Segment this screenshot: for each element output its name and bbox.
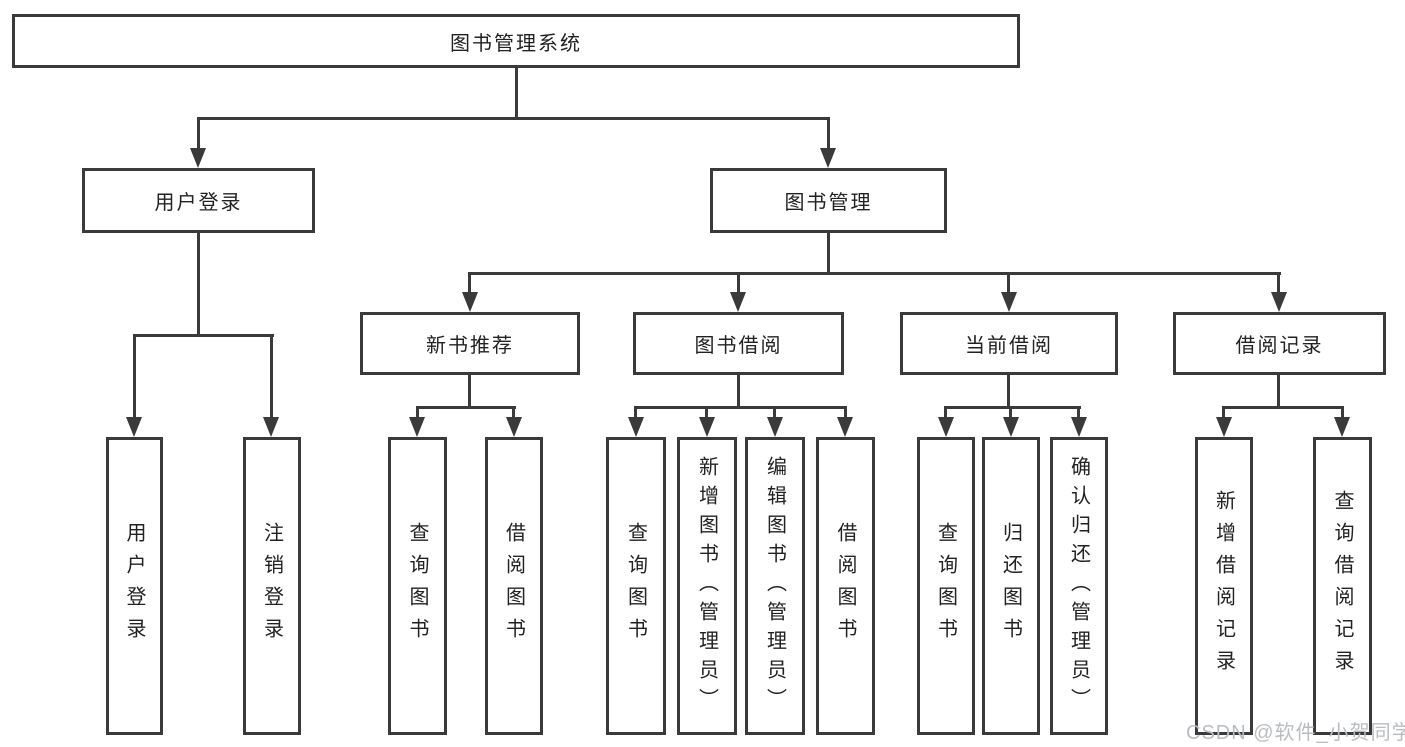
connector-line [468,374,471,408]
node-borrowing-records: 借阅记录 [1173,312,1386,375]
leaf-return-books: 归还图书 [982,437,1040,735]
connector-line [1277,272,1280,296]
arrow-down-icon [699,417,715,437]
connector-line [773,406,776,419]
connector-line [1009,406,1012,419]
connector-line [515,67,518,119]
connector-line [944,406,1081,409]
connector-line [1077,406,1080,419]
arrow-down-icon [628,417,644,437]
leaf-user-login: 用户登录 [106,437,163,735]
connector-line [133,334,274,337]
arrow-down-icon [837,417,853,437]
arrow-down-icon [1003,417,1019,437]
connector-line [197,117,200,153]
connector-line [827,233,830,274]
connector-line [416,406,516,409]
connector-line [705,406,708,419]
arrow-down-icon [1334,417,1350,437]
connector-line [512,406,515,419]
connector-line [737,374,740,408]
connector-line [1007,374,1010,408]
connector-line [1222,406,1344,409]
node-current-borrowing: 当前借阅 [900,312,1118,375]
node-book-borrowing: 图书借阅 [633,312,844,375]
connector-line [944,406,947,419]
leaf-query-books-borrowing: 查询图书 [606,437,666,735]
connector-line [1341,406,1344,419]
arrow-down-icon [126,417,142,437]
arrow-down-icon [190,148,206,168]
leaf-query-books-recommend: 查询图书 [388,437,447,735]
leaf-query-borrow-record: 查询借阅记录 [1313,437,1372,735]
leaf-edit-books-admin: 编辑图书（管理员） [745,437,805,735]
connector-line [270,334,273,420]
arrow-down-icon [409,417,425,437]
node-book-management: 图书管理 [710,168,947,233]
arrow-down-icon [506,417,522,437]
arrow-down-icon [730,292,746,312]
arrow-down-icon [1216,417,1232,437]
arrow-down-icon [820,148,836,168]
arrow-down-icon [1001,292,1017,312]
connector-line [1222,406,1225,419]
arrow-down-icon [938,417,954,437]
arrow-down-icon [263,417,279,437]
connector-line [133,334,136,420]
leaf-add-borrow-record: 新增借阅记录 [1195,437,1253,735]
leaf-borrow-books-borrowing: 借阅图书 [816,437,875,735]
arrow-down-icon [462,292,478,312]
node-new-book-recommendation: 新书推荐 [360,312,580,375]
connector-line [634,406,846,409]
node-user-login: 用户登录 [82,168,315,233]
connector-line [197,232,200,336]
connector-line [634,406,637,419]
leaf-add-books-admin: 新增图书（管理员） [677,437,737,735]
watermark: CSDN @软件_小贺同学 [1186,722,1405,744]
connector-line [468,272,471,296]
connector-line [844,406,847,419]
leaf-borrow-books-recommend: 借阅图书 [485,437,543,735]
arrow-down-icon [1071,417,1087,437]
connector-line [737,272,740,296]
connector-line [1277,374,1280,408]
arrow-down-icon [767,417,783,437]
connector-line [827,117,830,153]
leaf-confirm-return-admin: 确认归还（管理员） [1050,437,1108,735]
leaf-query-books-current: 查询图书 [917,437,975,735]
connector-line [468,272,1281,275]
leaf-logout: 注销登录 [243,437,301,735]
connector-line [197,117,830,120]
arrow-down-icon [1271,292,1287,312]
node-book-management-system: 图书管理系统 [12,14,1020,68]
connector-line [416,406,419,419]
connector-line [1007,272,1010,296]
